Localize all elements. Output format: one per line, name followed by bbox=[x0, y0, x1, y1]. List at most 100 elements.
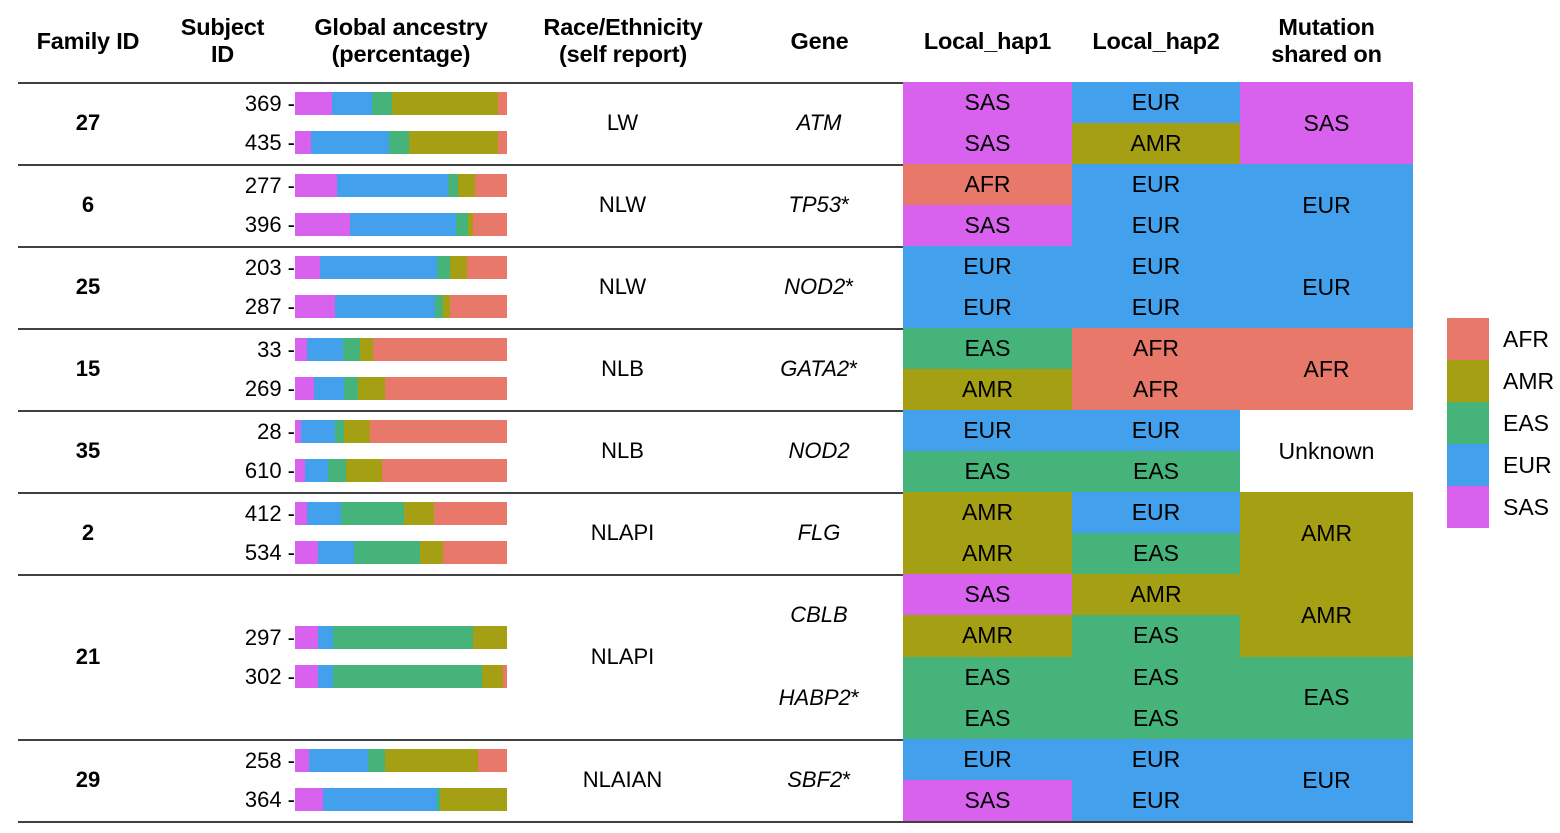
ancestry-segment-eas bbox=[372, 92, 393, 115]
global-ancestry-cell bbox=[295, 741, 507, 780]
mutation-shared-swatch: EAS bbox=[1240, 656, 1413, 739]
haplotype-label: EUR bbox=[1131, 499, 1181, 525]
local-hap1-value: EUR bbox=[903, 410, 1072, 451]
gene-cell: FLG bbox=[735, 492, 903, 574]
table-rule bbox=[18, 739, 1413, 741]
local-hap1-value: EAS bbox=[903, 656, 1072, 698]
ancestry-segment-eur bbox=[322, 788, 438, 811]
family-id-value: 35 bbox=[75, 438, 101, 463]
column-header-local-hap2: Local_hap2 bbox=[1072, 0, 1240, 82]
family-id-cell: 27 bbox=[18, 82, 158, 164]
legend-swatch-eur bbox=[1447, 444, 1489, 486]
ancestry-stacked-bar bbox=[295, 788, 507, 811]
legend-label: EUR bbox=[1503, 451, 1552, 478]
mutation-shared-value: Unknown bbox=[1278, 437, 1375, 464]
local-hap2-value: EUR bbox=[1072, 410, 1240, 451]
ancestry-stacked-bar bbox=[295, 338, 507, 361]
table-rule bbox=[18, 328, 1413, 330]
table-rule bbox=[18, 821, 1413, 823]
local-hap1-value: SAS bbox=[903, 123, 1072, 164]
subject-id-cell: 33 - bbox=[158, 330, 295, 369]
ancestry-stacked-bar bbox=[295, 459, 507, 482]
subject-id-value: 277 - bbox=[244, 172, 295, 198]
ancestry-segment-sas bbox=[295, 459, 305, 482]
local-hap2-value: AMR bbox=[1072, 574, 1240, 616]
subject-id-cell: 534 - bbox=[158, 533, 295, 572]
legend-swatch-amr bbox=[1447, 360, 1489, 402]
ancestry-segment-eur bbox=[320, 256, 438, 279]
haplotype-label: AFR bbox=[1133, 376, 1179, 402]
subject-id-cell: 297 - bbox=[158, 618, 295, 657]
ancestry-segment-afr bbox=[475, 174, 507, 197]
local-hap1-cell: EUR EUR bbox=[903, 246, 1072, 328]
gene-name: NOD2 bbox=[784, 274, 846, 299]
ancestry-segment-eas bbox=[456, 213, 468, 236]
column-header-line: Global ancestry bbox=[314, 14, 488, 40]
local-hap1-value: EAS bbox=[903, 451, 1072, 492]
mutation-shared-value: AMR bbox=[1300, 519, 1353, 546]
ancestry-segment-eas bbox=[343, 377, 358, 400]
column-header-global-ancestry: Global ancestry(percentage) bbox=[288, 0, 514, 82]
ancestry-segment-eas bbox=[368, 749, 386, 772]
race-ethnicity-cell: NLAPI bbox=[510, 492, 735, 574]
gene-cell: NOD2 bbox=[735, 410, 903, 492]
ancestry-segment-eur bbox=[318, 541, 355, 564]
gene-cell: HABP2* bbox=[778, 684, 860, 710]
table-rule bbox=[18, 164, 1413, 166]
ancestry-segment-amr bbox=[467, 213, 474, 236]
race-ethnicity-cell: NLAIAN bbox=[510, 739, 735, 821]
haplotype-label: EUR bbox=[963, 253, 1012, 279]
ancestry-stacked-bar bbox=[295, 213, 507, 236]
local-hap2-value: EUR bbox=[1072, 780, 1240, 821]
ancestry-stacked-bar bbox=[295, 377, 507, 400]
haplotype-label: SAS bbox=[964, 787, 1011, 813]
legend-swatch-eas bbox=[1447, 402, 1489, 444]
mutation-shared-on-cell: AFR bbox=[1240, 328, 1413, 410]
race-ethnicity-value: NLB bbox=[601, 356, 644, 381]
ancestry-segment-afr bbox=[381, 459, 507, 482]
haplotype-label: AMR bbox=[1130, 581, 1182, 608]
local-hap2-cell: EUR EAS bbox=[1072, 410, 1240, 492]
column-header-local-hap1: Local_hap1 bbox=[903, 0, 1072, 82]
family-id-cell: 15 bbox=[18, 328, 158, 410]
legend-item: AFR bbox=[1447, 318, 1557, 360]
ancestry-segment-eur bbox=[306, 338, 343, 361]
gene-name: CBLB bbox=[790, 602, 848, 628]
ancestry-segment-eas bbox=[333, 626, 474, 649]
subject-id-cell: 412 - bbox=[158, 494, 295, 533]
local-hap1-value: EUR bbox=[903, 287, 1072, 328]
family-id-value: 21 bbox=[75, 643, 101, 669]
subject-id-cell: 269 - bbox=[158, 369, 295, 408]
ancestry-segment-sas bbox=[295, 131, 311, 154]
race-ethnicity-value: NLAIAN bbox=[582, 767, 663, 792]
haplotype-label: EAS bbox=[1132, 458, 1180, 484]
ancestry-segment-eas bbox=[335, 420, 344, 443]
local-hap2-value: EAS bbox=[1072, 615, 1240, 657]
haplotype-label: EUR bbox=[1131, 294, 1181, 320]
ancestry-segment-eur bbox=[332, 92, 373, 115]
column-header-line: Gene bbox=[790, 27, 849, 54]
race-ethnicity-cell: NLB bbox=[510, 410, 735, 492]
mutation-shared-on-cell: EUR bbox=[1240, 739, 1413, 821]
race-ethnicity-cell: LW bbox=[510, 82, 735, 164]
family-id-value: 29 bbox=[75, 767, 101, 792]
ancestry-segment-sas bbox=[295, 665, 319, 688]
ancestry-stacked-bar bbox=[295, 502, 507, 525]
family-id-cell: 6 bbox=[18, 164, 158, 246]
ancestry-segment-amr bbox=[359, 338, 374, 361]
ancestry-stacked-bar bbox=[295, 541, 507, 564]
column-header-line: Local_hap1 bbox=[923, 27, 1052, 54]
local-hap1-value: AFR bbox=[903, 164, 1072, 205]
mutation-shared-on-cell: EAS bbox=[1240, 656, 1413, 739]
haplotype-label: EAS bbox=[1132, 540, 1180, 566]
subject-id-cell: 610 - bbox=[158, 451, 295, 490]
ancestry-segment-afr bbox=[443, 541, 507, 564]
global-ancestry-cell bbox=[295, 657, 507, 696]
gene-name: GATA2 bbox=[780, 356, 850, 381]
ancestry-segment-sas bbox=[295, 749, 309, 772]
